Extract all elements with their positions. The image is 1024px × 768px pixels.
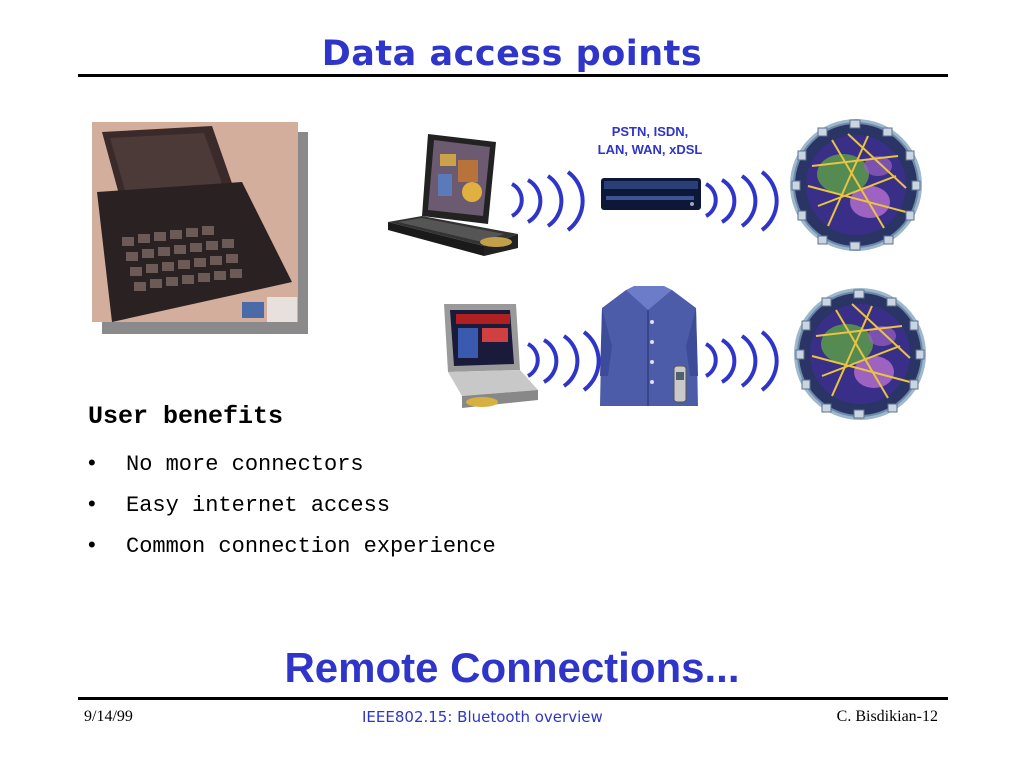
network-types-label: PSTN, ISDN, LAN, WAN, xDSL xyxy=(565,123,735,159)
wave-icon xyxy=(704,170,779,232)
shirt-phone-icon xyxy=(600,286,698,406)
benefits-heading: User benefits xyxy=(88,402,284,431)
footer-title: IEEE802.15: Bluetooth overview xyxy=(362,708,603,726)
notebook-icon xyxy=(388,134,518,256)
list-item: • No more connectors xyxy=(88,445,496,486)
wave-icon xyxy=(704,330,779,392)
benefit-text: No more connectors xyxy=(126,452,364,477)
title-divider xyxy=(78,74,948,77)
footer-author-page: C. Bisdikian-12 xyxy=(836,708,938,725)
network-label-line2: LAN, WAN, xDSL xyxy=(597,142,703,157)
benefit-text: Easy internet access xyxy=(126,493,391,518)
list-item: • Common connection experience xyxy=(88,527,496,568)
notebook-icon xyxy=(444,304,538,408)
footer-date: 9/14/99 xyxy=(84,708,133,725)
laptop-photo xyxy=(92,122,308,334)
bullet-icon: • xyxy=(88,491,96,516)
wave-icon xyxy=(510,170,585,232)
wave-icon xyxy=(526,330,601,392)
slide-subtitle: Remote Connections... xyxy=(284,644,740,691)
benefits-list: • No more connectors • Easy internet acces… xyxy=(88,445,496,568)
modem-icon xyxy=(598,172,704,216)
footer-divider xyxy=(78,697,948,700)
benefit-text: Common connection experience xyxy=(126,534,496,559)
bullet-icon: • xyxy=(88,532,96,557)
bullet-icon: • xyxy=(88,450,96,475)
globe-network-icon xyxy=(790,119,922,251)
list-item: • Easy internet access xyxy=(88,486,496,527)
network-label-line1: PSTN, ISDN, xyxy=(611,124,689,139)
globe-network-icon xyxy=(794,288,926,420)
slide-title: Data access points xyxy=(321,34,703,74)
